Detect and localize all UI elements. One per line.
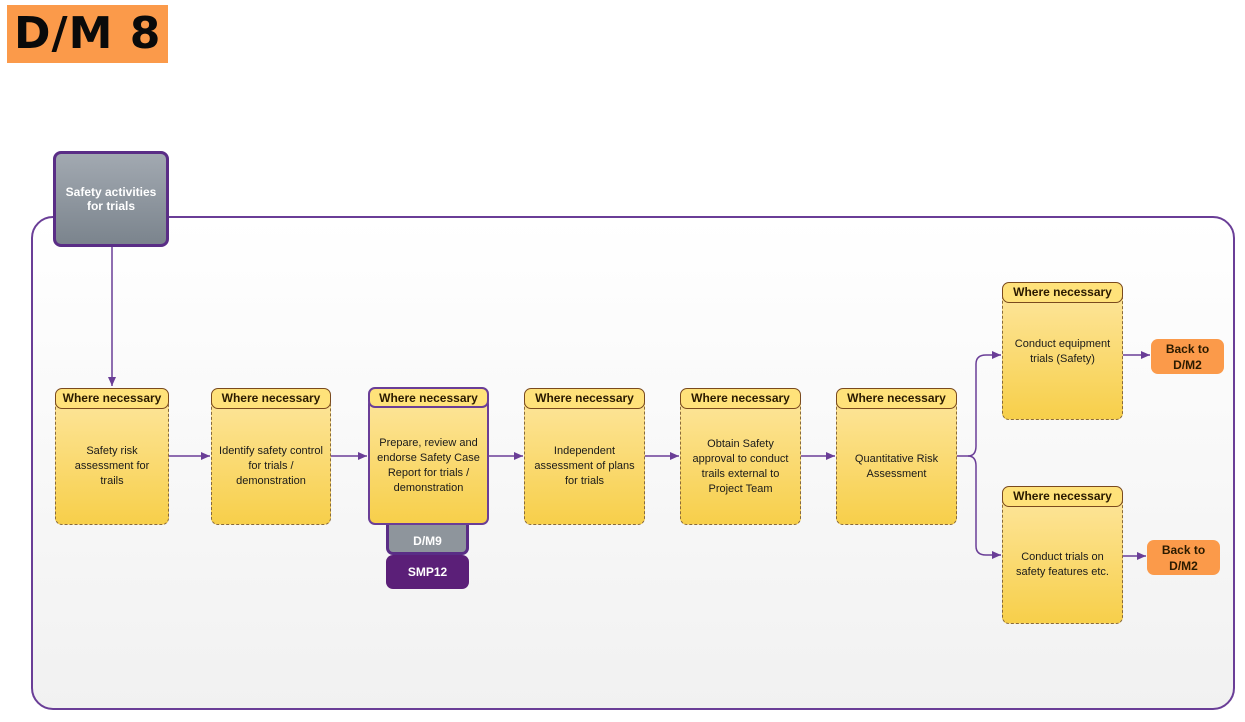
step-label: Safety risk assessment for trails (74, 445, 150, 487)
page-title: D/M 8 (7, 5, 169, 63)
step-identify-safety-control[interactable]: Where necessary Identify safety control … (211, 388, 331, 525)
where-necessary-tag: Where necessary (836, 388, 957, 409)
branch-label: Conduct equipment trials (Safety) (1014, 338, 1111, 365)
where-necessary-tag: Where necessary (680, 388, 801, 409)
step-prepare-safety-case[interactable]: Where necessary Prepare, review and endo… (368, 387, 489, 525)
step-label: Independent assessment of plans for tria… (534, 445, 635, 487)
where-necessary-tag: Where necessary (1002, 282, 1123, 303)
branch-safety-feature-trials[interactable]: Where necessary Conduct trials on safety… (1002, 486, 1123, 624)
step-quantitative-risk-assessment[interactable]: Where necessary Quantitative Risk Assess… (836, 388, 957, 525)
where-necessary-tag: Where necessary (55, 388, 169, 409)
back-to-dm2-button[interactable]: Back to D/M2 (1151, 339, 1224, 374)
start-node-label: Safety activities for trials (65, 185, 157, 213)
branch-equipment-trials[interactable]: Where necessary Conduct equipment trials… (1002, 282, 1123, 420)
where-necessary-tag: Where necessary (524, 388, 645, 409)
step-label: Identify safety control for trials / dem… (219, 445, 323, 487)
step-label: Obtain Safety approval to conduct trails… (692, 437, 789, 495)
step-obtain-safety-approval[interactable]: Where necessary Obtain Safety approval t… (680, 388, 801, 525)
ref-smp12[interactable]: SMP12 (386, 555, 469, 589)
arrow-step6-to-branch2 (967, 455, 1001, 559)
arrow-step6-to-branch1 (957, 351, 1001, 457)
step-independent-assessment[interactable]: Where necessary Independent assessment o… (524, 388, 645, 525)
step-label: Prepare, review and endorse Safety Case … (377, 437, 480, 494)
step-safety-risk-assessment[interactable]: Where necessary Safety risk assessment f… (55, 388, 169, 525)
where-necessary-tag: Where necessary (1002, 486, 1123, 507)
back-to-dm2-button[interactable]: Back to D/M2 (1147, 540, 1220, 575)
ref-dm9[interactable]: D/M9 (386, 520, 469, 555)
start-node[interactable]: Safety activities for trials (53, 151, 169, 247)
step-label: Quantitative Risk Assessment (854, 452, 939, 480)
where-necessary-tag: Where necessary (211, 388, 331, 409)
where-necessary-tag: Where necessary (368, 387, 489, 408)
branch-label: Conduct trials on safety features etc. (1016, 551, 1109, 578)
